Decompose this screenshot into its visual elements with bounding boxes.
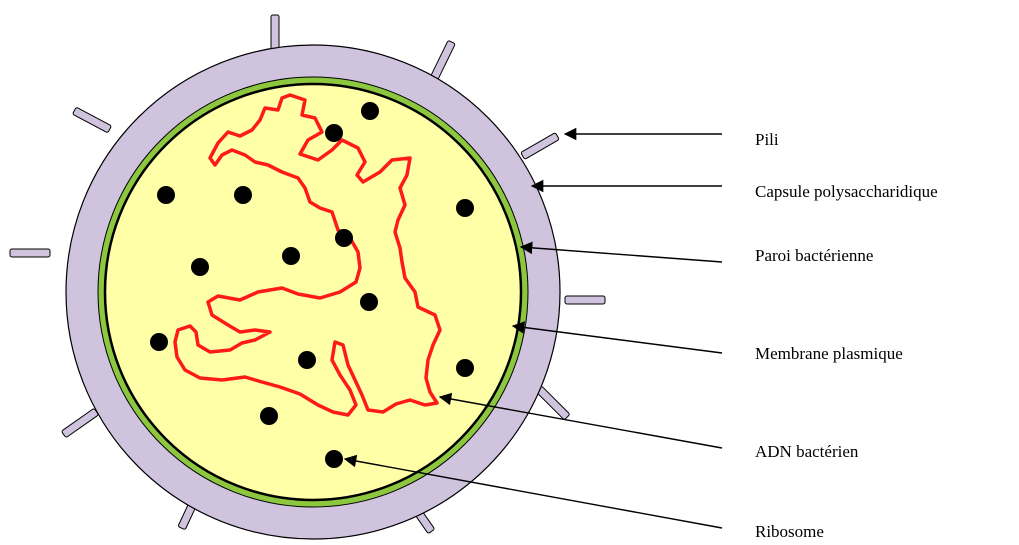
ribosome-dot — [325, 124, 343, 142]
pilus — [565, 296, 605, 304]
membrane-label: Membrane plasmique — [755, 344, 903, 363]
ribosome-label: Ribosome — [755, 522, 824, 541]
wall-label: Paroi bactérienne — [755, 246, 873, 265]
plasma-membrane — [105, 84, 521, 500]
ribosome-dot — [325, 450, 343, 468]
ribosome-dot — [234, 186, 252, 204]
ribosome-dot — [360, 293, 378, 311]
ribosome-dot — [335, 229, 353, 247]
ribosome-dot — [282, 247, 300, 265]
pilus — [521, 133, 560, 160]
ribosome-dot — [361, 102, 379, 120]
ribosome-dot — [157, 186, 175, 204]
pilus — [10, 249, 50, 257]
capsule-label: Capsule polysaccharidique — [755, 182, 938, 201]
ribosome-dot — [150, 333, 168, 351]
pilus — [431, 40, 456, 79]
pili-label: Pili — [755, 130, 779, 149]
dna-label: ADN bactérien — [755, 442, 859, 461]
ribosome-dot — [298, 351, 316, 369]
pilus — [61, 408, 98, 437]
pilus — [72, 107, 111, 133]
ribosome-dot — [260, 407, 278, 425]
ribosome-dot — [456, 199, 474, 217]
ribosome-dot — [191, 258, 209, 276]
ribosome-dot — [456, 359, 474, 377]
